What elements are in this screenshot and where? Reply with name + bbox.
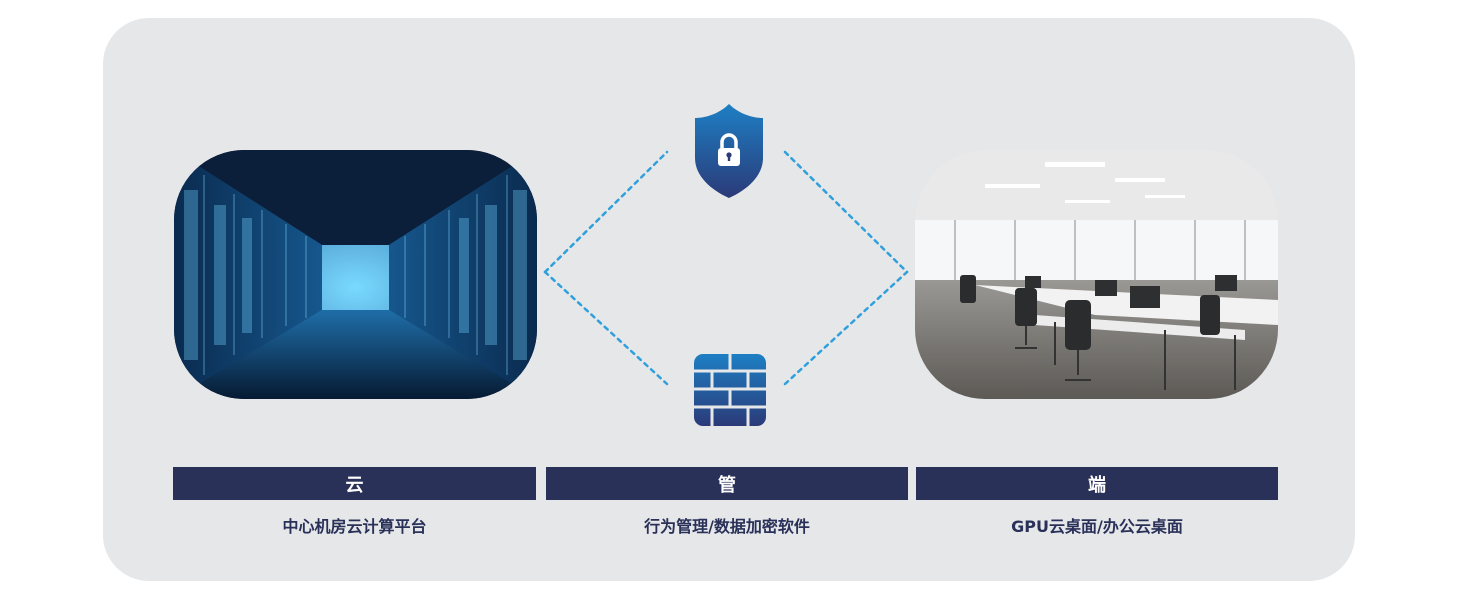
- manage-description: 行为管理/数据加密软件: [644, 517, 810, 536]
- shield-lock-icon: [691, 102, 767, 198]
- manage-heading-bar: 管: [546, 467, 908, 500]
- endpoint-heading: 端: [1088, 474, 1106, 496]
- office-photo: [915, 150, 1278, 399]
- server-room-photo: [174, 150, 537, 399]
- endpoint-description: GPU云桌面/办公云桌面: [1011, 517, 1183, 536]
- manage-heading: 管: [718, 474, 736, 496]
- cloud-heading-bar: 云: [173, 467, 536, 500]
- endpoint-heading-bar: 端: [916, 467, 1278, 500]
- firewall-icon: [692, 350, 768, 446]
- cloud-heading: 云: [345, 474, 364, 496]
- cloud-description: 中心机房云计算平台: [282, 517, 427, 536]
